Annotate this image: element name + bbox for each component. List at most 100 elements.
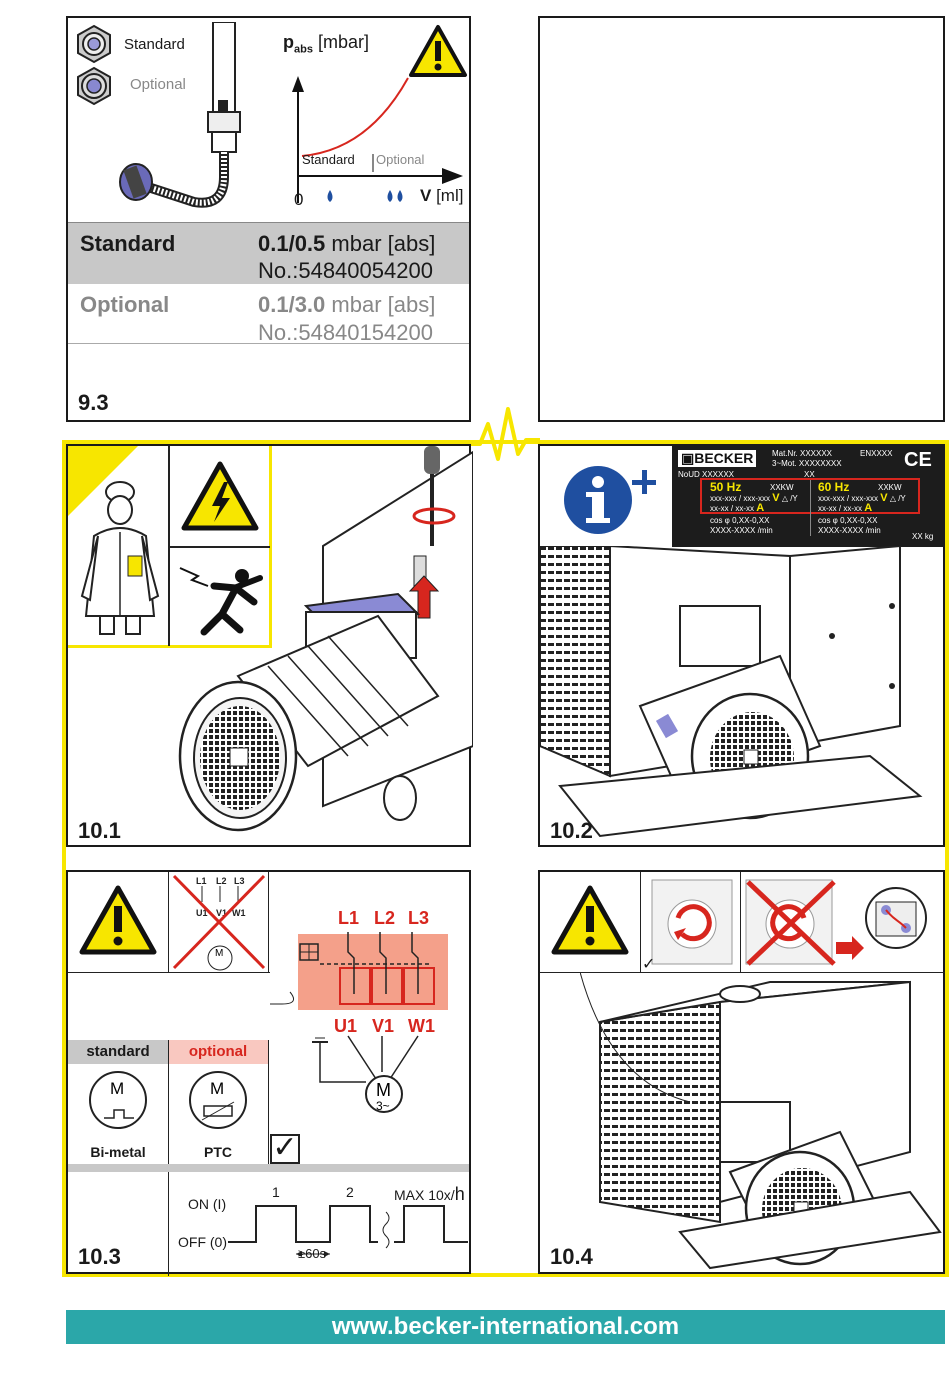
- figure-number-10-3: 10.3: [78, 1244, 121, 1269]
- swap-wires-icon: [836, 887, 927, 960]
- max-label: MAX 10x/h: [394, 1184, 465, 1204]
- correct-rotation-icon: [651, 879, 733, 965]
- divider: [640, 972, 945, 973]
- nameplate-left-hz: 50 Hz: [710, 480, 742, 494]
- checkbox-icon: ✓: [270, 1133, 300, 1164]
- panel-10-4: ✓ 10.4: [538, 870, 945, 1274]
- row-number: No.:54840154200: [258, 320, 433, 345]
- zigzag-divider-icon: [470, 407, 540, 461]
- panel-10-1: 10.1: [66, 444, 473, 847]
- nameplate-matnr: Mat.Nr. XXXXXX: [772, 449, 833, 458]
- wrong-rotation-icon: [745, 879, 836, 966]
- nameplate-weight: XX kg: [912, 532, 934, 541]
- standard-header: standard: [68, 1040, 168, 1064]
- chart-x-label: V [ml]: [420, 186, 464, 205]
- divider: [540, 972, 640, 973]
- nameplate-right-amp: xx-xx / xx-xx A: [818, 502, 873, 514]
- motor-3phase-label: 3~: [376, 1099, 390, 1113]
- spec-row-optional: Optional 0.1/3.0 mbar [abs] No.:54840154…: [68, 284, 469, 345]
- vacuum-gauge-hose-drawing: [119, 22, 241, 208]
- pressure-volume-chart: [292, 76, 463, 203]
- spec-row-standard: Standard 0.1/0.5 mbar [abs] No.:54840054…: [68, 222, 469, 284]
- crossed-l1: L1: [196, 876, 207, 886]
- figure-number-10-2: 10.2: [550, 818, 593, 843]
- ptc-motor-m: M: [210, 1079, 224, 1098]
- warning-icon: [409, 25, 467, 77]
- on-label: ON (I): [188, 1196, 227, 1212]
- divider: [168, 546, 270, 548]
- crossed-l2: L2: [216, 876, 227, 886]
- nameplate-right-hz: 60 Hz: [818, 480, 850, 494]
- leader-line: [580, 972, 691, 1103]
- nameplate-right-volt: xxx-xxx / xxx-xxx V △ /Y: [818, 492, 906, 504]
- nameplate-right-cos: cos φ 0,XX-0,XX: [818, 516, 878, 525]
- chart-zero-label: 0: [294, 190, 304, 209]
- electrician-figure-icon: [80, 481, 160, 635]
- crossed-v1: V1: [216, 908, 227, 918]
- section-10-frame: [62, 440, 949, 1277]
- divider: [168, 872, 169, 972]
- interval-label: ≥60s: [298, 1246, 327, 1261]
- nameplate-right-rpm: XXXX-XXXX /min: [818, 526, 881, 535]
- bimetal-motor-m: M: [110, 1079, 124, 1098]
- pump-drawing: [540, 546, 923, 838]
- divider: [168, 1172, 169, 1276]
- nameplate-motor: 3~Mot. XXXXXXXX: [772, 459, 842, 468]
- optional-fitting-icon: [77, 66, 111, 106]
- nameplate-left-kw: XXKW: [770, 483, 794, 492]
- ptc-motor-icon: M: [189, 1071, 247, 1129]
- pulse-2-label: 2: [346, 1184, 354, 1200]
- nameplate-noud: NoUD XXXXXX: [678, 470, 735, 479]
- panel-empty: [538, 16, 945, 422]
- u1-label: U1: [334, 1016, 357, 1036]
- pump-drawing: [599, 980, 942, 1270]
- motor-terminal-box-drawing: [178, 446, 473, 832]
- crossed-wiring-icon: L1 L2 L3 U1 V1 W1 M: [172, 874, 266, 971]
- crossed-motor-m: M: [215, 948, 223, 959]
- panel-10-3: L1 L2 L3 U1 V1 W1 M L1 L2 L3 U1 V1 W1: [66, 870, 471, 1276]
- nameplate-brand: ▣BECKER: [678, 450, 757, 467]
- figure-number-9-3: 9.3: [78, 390, 109, 415]
- l1-label: L1: [338, 908, 359, 928]
- l3-label: L3: [408, 908, 429, 928]
- divider: [740, 872, 741, 972]
- row-name: Optional: [80, 292, 170, 317]
- crossed-w1: W1: [232, 908, 246, 918]
- off-label: OFF (0): [178, 1234, 227, 1250]
- divider: [268, 1040, 269, 1164]
- divider: [168, 1040, 169, 1164]
- divider: [810, 480, 811, 536]
- nameplate: ▣BECKER Mat.Nr. XXXXXX 3~Mot. XXXXXXXX X…: [672, 444, 945, 547]
- pulse-1-label: 1: [272, 1184, 280, 1200]
- optional-header: optional: [168, 1040, 268, 1064]
- motor-protection-wiring: L1 L2 L3 U1 V1 W1 M 3~: [270, 908, 448, 1113]
- chart-y-label: pabs [mbar]: [283, 32, 369, 56]
- high-voltage-warning-icon: [181, 461, 259, 531]
- nameplate-left-rpm: XXXX-XXXX /min: [710, 526, 773, 535]
- ce-mark-icon: CE: [904, 449, 932, 471]
- row-number: No.:54840054200: [258, 258, 433, 283]
- footer-url[interactable]: www.becker-international.com: [66, 1310, 945, 1344]
- crossed-u1: U1: [196, 908, 208, 918]
- ptc-label: PTC: [204, 1144, 232, 1160]
- divider: [640, 872, 641, 972]
- warning-icon: [79, 885, 157, 955]
- switching-timing-diagram: [228, 1205, 468, 1257]
- bimetal-motor-icon: M: [89, 1071, 147, 1129]
- nameplate-left-volt: xxx-xxx / xxx-xxx V △ /Y: [710, 492, 798, 504]
- legend-standard: Standard: [124, 36, 185, 53]
- row-value: 0.1/3.0 mbar [abs]: [258, 292, 436, 317]
- divider: [268, 872, 269, 972]
- bimetal-label: Bi-metal: [90, 1144, 146, 1160]
- v1-label: V1: [372, 1016, 394, 1036]
- chart-standard-label: Standard: [302, 152, 355, 167]
- divider: [68, 972, 270, 973]
- standard-fitting-icon: [77, 24, 111, 64]
- motor-m-label: M: [376, 1080, 391, 1100]
- crossed-l3: L3: [234, 876, 245, 886]
- l2-label: L2: [374, 908, 395, 928]
- nameplate-left-amp: xx-xx / xx-xx A: [710, 502, 765, 514]
- figure-number-10-4: 10.4: [550, 1244, 593, 1269]
- w1-label: W1: [408, 1016, 435, 1036]
- check-icon: ✓: [642, 956, 656, 973]
